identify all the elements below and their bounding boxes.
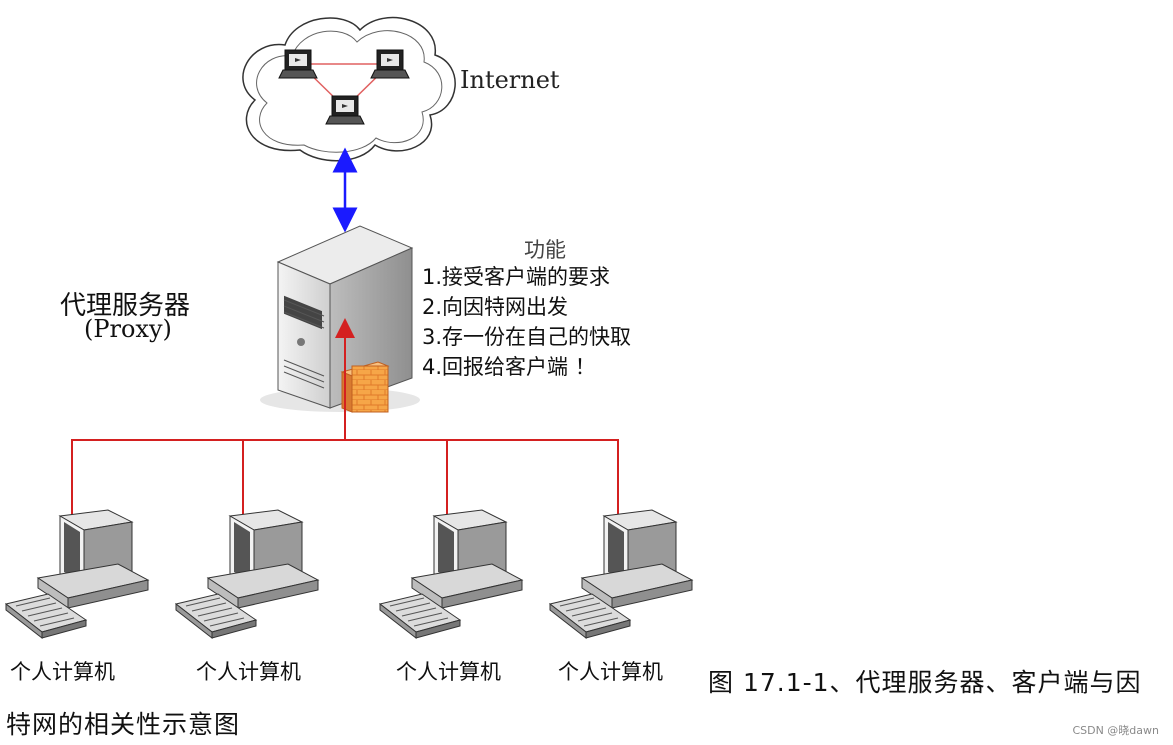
laptop-icon [278,49,318,79]
laptop-icon [325,95,365,125]
client-pc-icon [378,509,524,640]
proxy-name-cn: 代理服务器 [60,291,191,321]
functions-list: 1.接受客户端的要求 2.向因特网出发 3.存一份在自己的快取 4.回报给客户端… [422,262,631,382]
function-item: 3.存一份在自己的快取 [422,325,632,349]
watermark: CSDN @晓dawn [1072,724,1159,737]
figure-caption-line1: 图 17.1-1、代理服务器、客户端与因 [708,668,1142,697]
internet-cloud [242,16,456,162]
figure-caption-line2: 特网的相关性示意图 [6,710,241,739]
client-pc-label: 个人计算机 [10,660,115,684]
proxy-name-en: (Proxy) [84,315,172,343]
proxy-server-icon [260,225,420,412]
client-pc-icon [4,509,150,640]
client-pc-icon [548,509,694,640]
functions-title: 功能 [524,238,566,262]
internet-label: Internet [460,66,560,94]
function-item: 4.回报给客户端 ！ [422,355,596,379]
function-item: 2.向因特网出发 [422,295,569,319]
laptop-icon [370,49,410,79]
function-item: 1.接受客户端的要求 [422,265,611,289]
client-pc-label: 个人计算机 [396,660,501,684]
client-pc-label: 个人计算机 [558,660,663,684]
client-pcs [4,509,694,640]
client-pc-icon [174,509,320,640]
client-pc-label: 个人计算机 [196,660,301,684]
lan-arrows [62,560,628,586]
